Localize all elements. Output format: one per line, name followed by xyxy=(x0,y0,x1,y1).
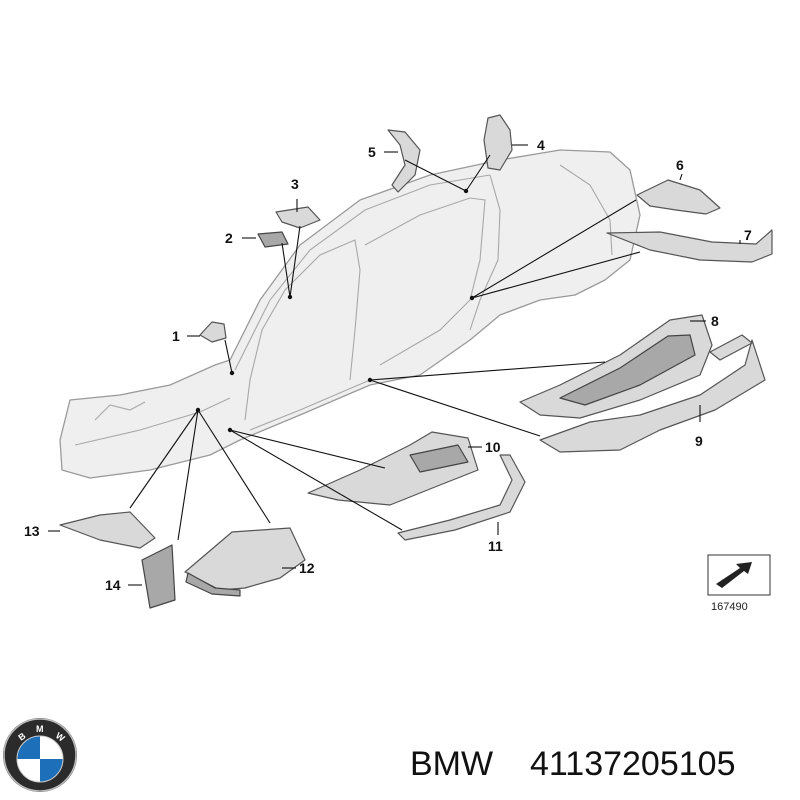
callout-6: 6 xyxy=(676,157,684,173)
body-side-frame xyxy=(59,149,641,479)
callout-8: 8 xyxy=(711,313,719,329)
callout-7: 7 xyxy=(744,227,752,243)
leader-dots xyxy=(195,188,475,433)
figure-number: 167490 xyxy=(711,601,748,613)
callout-4: 4 xyxy=(537,137,545,153)
part-14-cover xyxy=(141,544,176,609)
bmw-logo: B M W xyxy=(3,718,77,792)
part-5-gusset xyxy=(387,129,421,193)
callout-3: 3 xyxy=(291,176,299,192)
part-3-bracket xyxy=(275,206,321,229)
callout-1: 1 xyxy=(172,328,180,344)
part-12-kick-panel xyxy=(184,527,306,597)
arrow-icon xyxy=(716,562,752,588)
callout-5: 5 xyxy=(368,144,376,160)
part-8-sill-cover xyxy=(519,314,713,419)
part-11-rail xyxy=(397,454,526,541)
caption-part-number: 41137205105 xyxy=(530,745,735,783)
svg-text:M: M xyxy=(36,724,44,734)
part-7-trim xyxy=(606,229,773,263)
svg-text:B: B xyxy=(16,730,27,742)
part-1-bracket xyxy=(199,321,227,343)
callout-10: 10 xyxy=(485,439,501,455)
callout-13: 13 xyxy=(24,523,40,539)
part-4-gusset xyxy=(483,114,513,171)
figure-reference: 167490 xyxy=(707,554,771,613)
callout-9: 9 xyxy=(695,433,703,449)
callout-2: 2 xyxy=(225,230,233,246)
callout-11: 11 xyxy=(488,538,503,554)
part-6-panel xyxy=(636,179,721,215)
part-9-sill-trim xyxy=(539,334,766,453)
part-13-bracket xyxy=(59,511,156,549)
part-10-floor-panel xyxy=(307,431,479,506)
part-2-bracket xyxy=(257,231,289,248)
callout-12: 12 xyxy=(299,560,315,576)
callout-14: 14 xyxy=(105,577,121,593)
caption-brand: BMW xyxy=(410,745,493,783)
leader-lines xyxy=(48,144,741,586)
